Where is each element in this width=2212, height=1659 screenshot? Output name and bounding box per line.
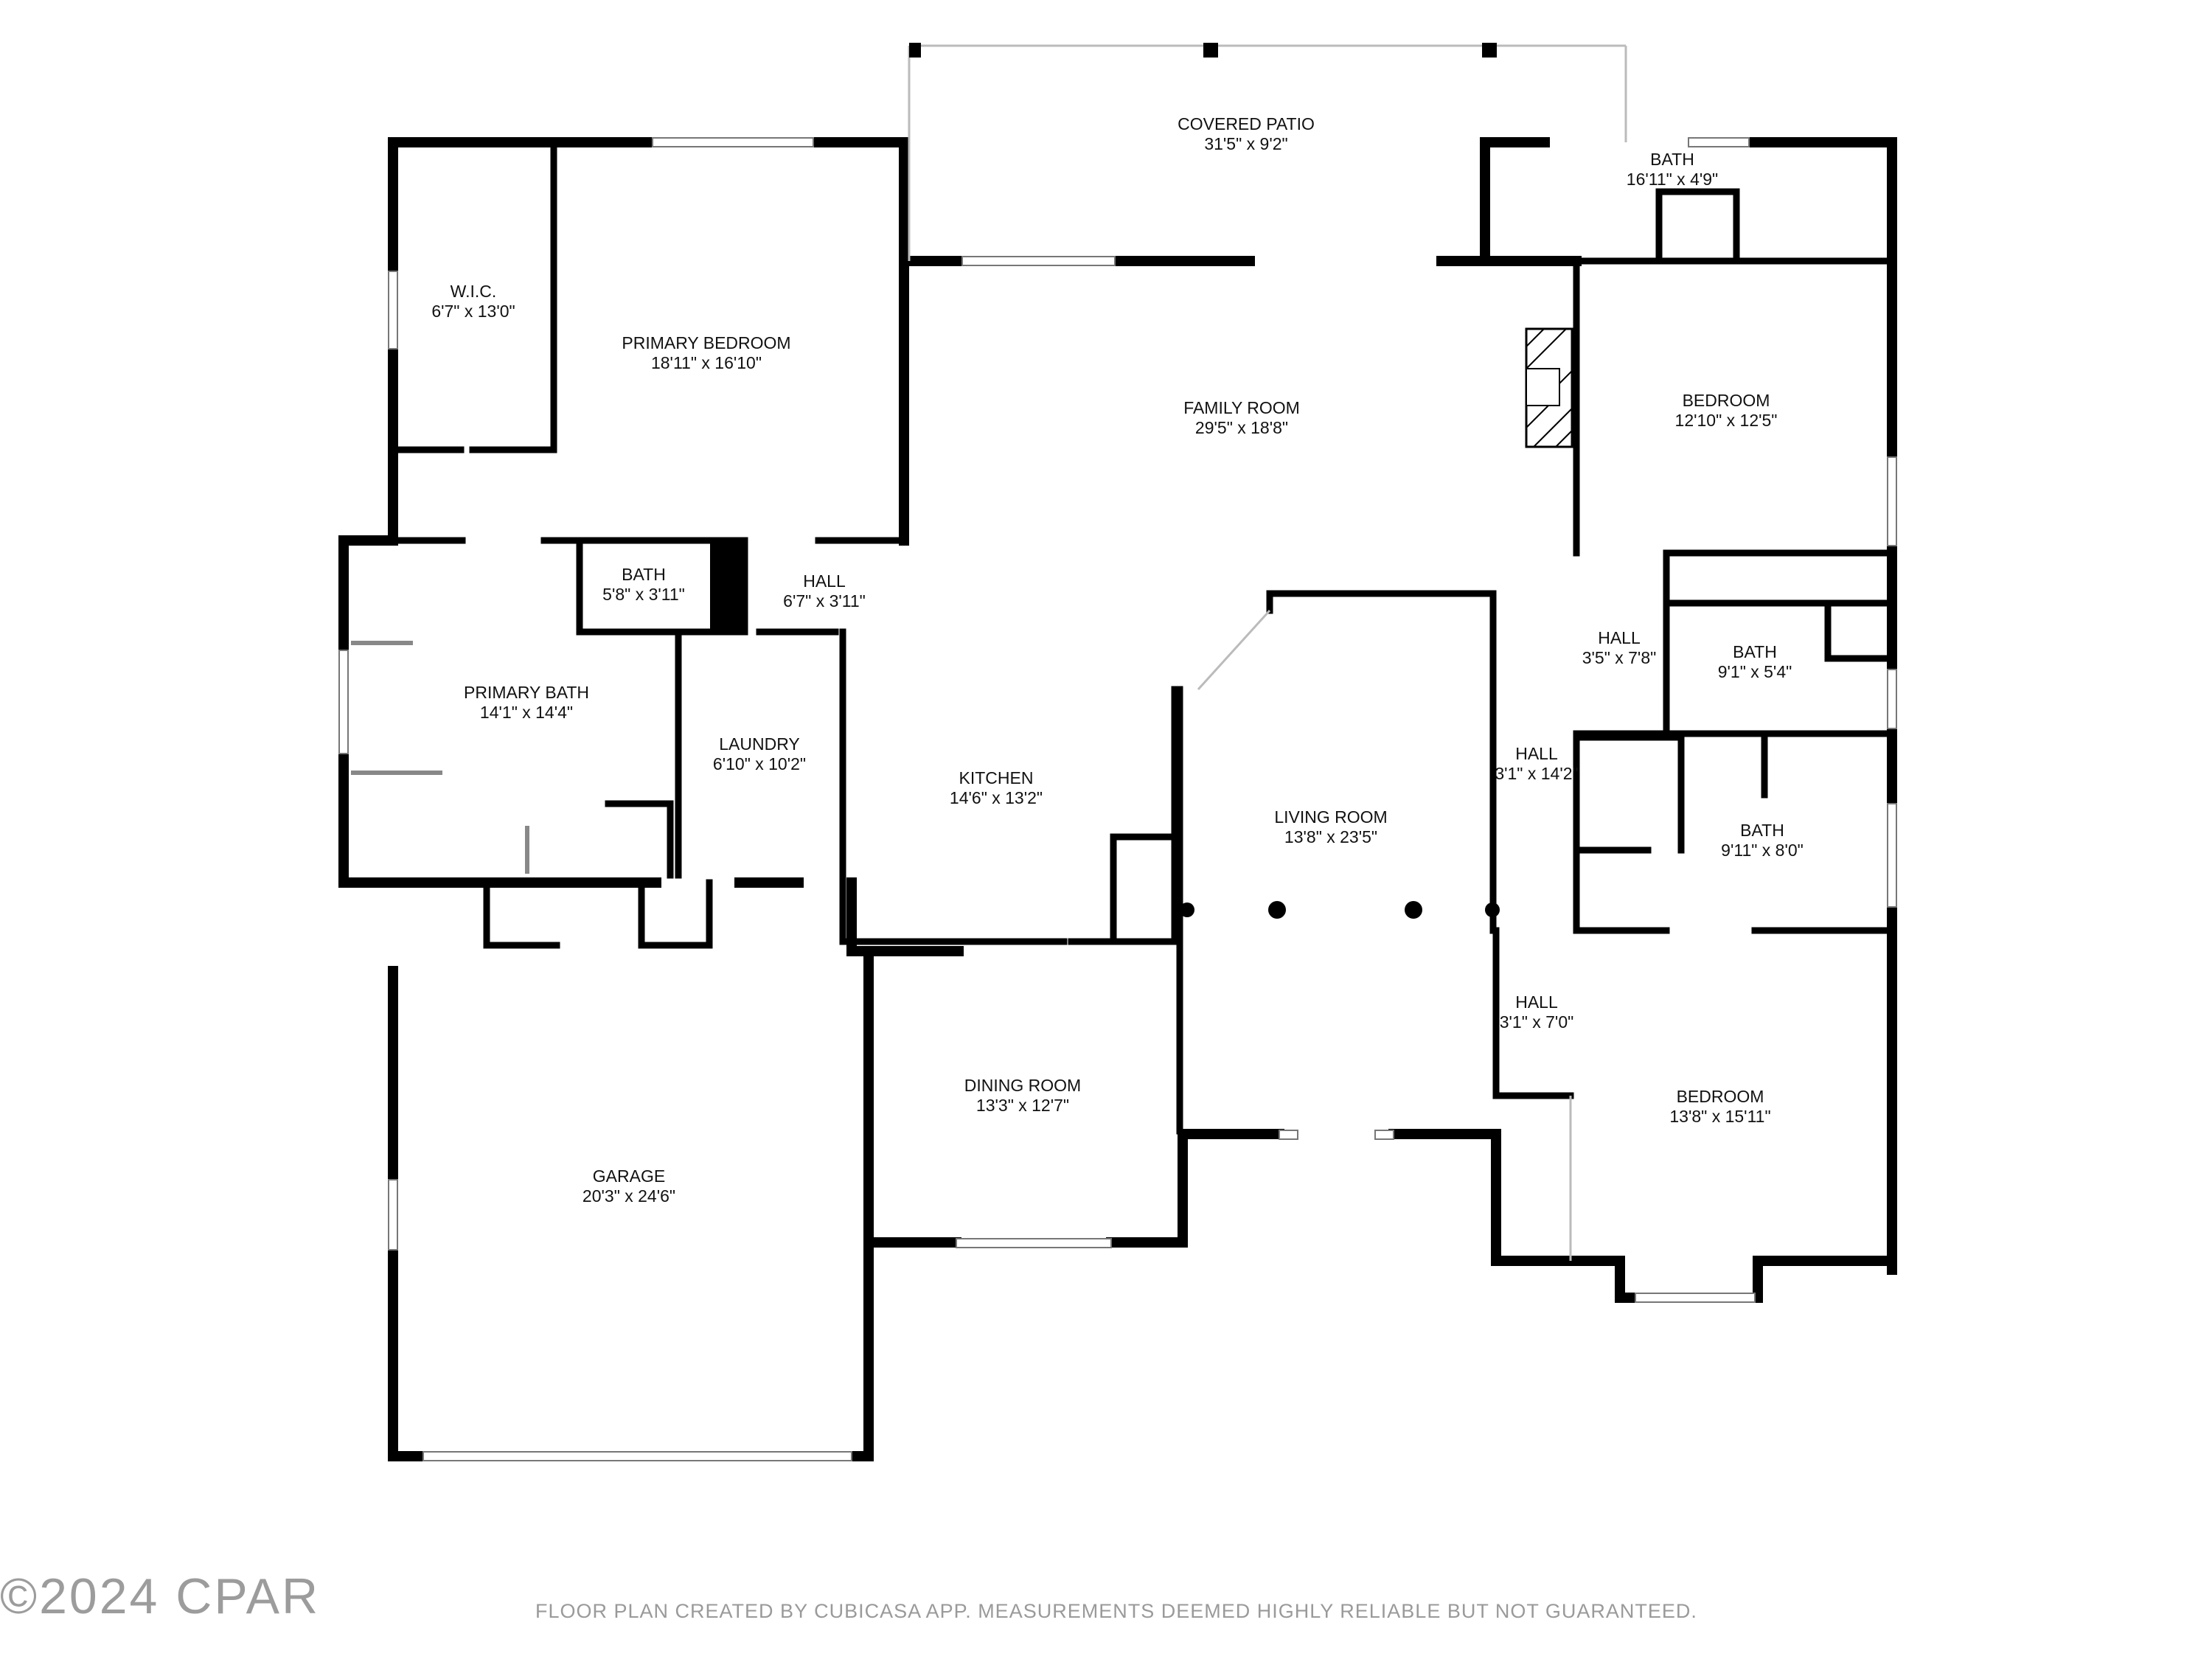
room-name: PRIMARY BEDROOM: [622, 333, 791, 352]
room-name: LAUNDRY: [719, 734, 800, 754]
dark-column: [710, 540, 747, 632]
room-dimensions: 9'11" x 8'0": [1721, 841, 1804, 860]
room-bedroom-ne: BEDROOM 12'10" x 12'5": [1675, 391, 1778, 431]
room-dimensions: 3'5" x 7'8": [1582, 648, 1657, 667]
room-bedroom-se: BEDROOM 13'8" x 15'11": [1669, 1087, 1770, 1127]
room-name: BEDROOM: [1676, 1087, 1764, 1106]
exterior-walls: [338, 137, 1897, 1461]
room-name: HALL: [803, 571, 846, 591]
room-dimensions: 6'7" x 13'0": [431, 302, 515, 321]
room-name: KITCHEN: [959, 768, 1034, 787]
room-bath-top: BATH 16'11" x 4'9": [1627, 150, 1718, 189]
room-dimensions: 9'1" x 5'4": [1717, 662, 1792, 681]
room-living-room: LIVING ROOM 13'8" x 23'5": [1274, 807, 1387, 847]
room-dimensions: 3'1" x 7'0": [1499, 1012, 1574, 1032]
room-bath-small: BATH 5'8" x 3'11": [602, 565, 685, 605]
room-name: GARAGE: [592, 1166, 666, 1186]
room-kitchen: KITCHEN 14'6" x 13'2": [950, 768, 1043, 808]
fixtures: [351, 641, 529, 874]
room-dimensions: 6'7" x 3'11": [783, 591, 866, 611]
room-name: COVERED PATIO: [1178, 114, 1315, 133]
room-dimensions: 13'8" x 23'5": [1284, 827, 1378, 846]
columns: [1180, 901, 1500, 919]
interior-walls: [389, 142, 1896, 1135]
windows: [338, 137, 1897, 1461]
room-name: FAMILY ROOM: [1183, 398, 1300, 417]
room-primary-bath: PRIMARY BATH 14'1" x 14'4": [464, 683, 589, 723]
room-name: BATH: [622, 565, 666, 584]
room-dimensions: 20'3" x 24'6": [582, 1186, 676, 1206]
room-garage: GARAGE 20'3" x 24'6": [582, 1166, 675, 1206]
room-dimensions: 13'8" x 15'11": [1669, 1107, 1771, 1126]
room-name: BATH: [1650, 150, 1694, 169]
patio-posts: [909, 43, 1497, 58]
room-dimensions: 31'5" x 9'2": [1204, 134, 1288, 153]
room-dimensions: 13'3" x 12'7": [975, 1096, 1070, 1115]
room-hall-se: HALL 3'1" x 7'0": [1500, 992, 1574, 1032]
room-name: DINING ROOM: [964, 1076, 1082, 1095]
room-name: LIVING ROOM: [1274, 807, 1388, 827]
room-dimensions: 18'11" x 16'10": [650, 353, 762, 372]
room-name: W.I.C.: [450, 282, 497, 301]
room-dimensions: 29'5" x 18'8": [1194, 418, 1289, 437]
room-hall-east: HALL 3'5" x 7'8": [1582, 628, 1657, 668]
room-primary-bedroom: PRIMARY BEDROOM 18'11" x 16'10": [622, 333, 790, 373]
room-dimensions: 14'1" x 14'4": [479, 703, 574, 722]
fireplace-icon: [1525, 327, 1573, 448]
room-laundry: LAUNDRY 6'10" x 10'2": [713, 734, 806, 774]
room-dimensions: 5'8" x 3'11": [602, 585, 685, 604]
footer-disclaimer: FLOOR PLAN CREATED BY CUBICASA APP. MEAS…: [535, 1600, 1697, 1622]
room-name: PRIMARY BATH: [464, 683, 589, 702]
copyright-watermark: ©2024 CPAR: [0, 1568, 321, 1624]
room-dimensions: 6'10" x 10'2": [712, 754, 807, 773]
room-name: HALL: [1515, 992, 1558, 1012]
room-name: BATH: [1740, 821, 1784, 840]
room-dimensions: 16'11" x 4'9": [1626, 170, 1719, 189]
room-family-room: FAMILY ROOM 29'5" x 18'8": [1183, 398, 1300, 438]
room-covered-patio: COVERED PATIO 31'5" x 9'2": [1178, 114, 1315, 154]
room-hall-long: HALL 3'1" x 14'2": [1495, 744, 1578, 784]
room-name: HALL: [1598, 628, 1641, 647]
room-dimensions: 12'10" x 12'5": [1674, 411, 1778, 430]
room-name: BATH: [1733, 642, 1777, 661]
room-bath-se: BATH 9'11" x 8'0": [1721, 821, 1804, 860]
room-dining-room: DINING ROOM 13'3" x 12'7": [964, 1076, 1081, 1116]
room-hall-small: HALL 6'7" x 3'11": [783, 571, 866, 611]
room-bath-east: BATH 9'1" x 5'4": [1718, 642, 1792, 682]
room-dimensions: 14'6" x 13'2": [949, 788, 1043, 807]
room-wic: W.I.C. 6'7" x 13'0": [431, 282, 515, 321]
room-name: HALL: [1515, 744, 1558, 763]
room-dimensions: 3'1" x 14'2": [1495, 764, 1579, 783]
room-name: BEDROOM: [1682, 391, 1770, 410]
